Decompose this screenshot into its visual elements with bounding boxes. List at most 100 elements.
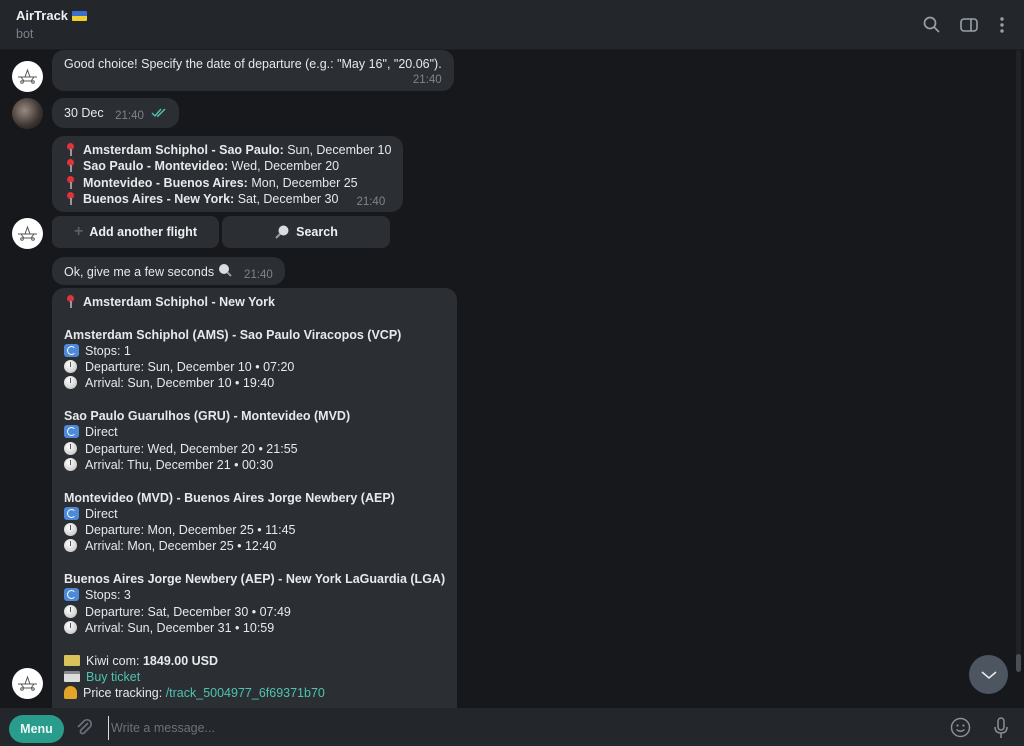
message-time: 21:40 (356, 195, 386, 208)
leg-date: Sat, December 30 (237, 191, 339, 206)
add-another-flight-button[interactable]: +Add another flight (52, 216, 219, 248)
attach-icon[interactable] (74, 717, 94, 737)
airplane-icon (18, 225, 37, 241)
message-time: 21:40 (412, 74, 442, 87)
flight-route: Amsterdam Schiphol (AMS) - Sao Paulo Vir… (64, 327, 402, 342)
flight-route: Buenos Aires Jorge Newbery (AEP) - New Y… (64, 572, 446, 587)
double-check-icon (151, 108, 166, 118)
message-text: Good choice! Specify the date of departu… (64, 57, 442, 71)
tracking-label: Price tracking: (83, 686, 163, 701)
composer: Menu (0, 708, 1024, 746)
trip-title: Amsterdam Schiphol - New York (64, 294, 445, 310)
refresh-icon (64, 506, 79, 520)
price-line: Kiwi com: 1849.00 USD (64, 653, 445, 669)
chat-subtitle: bot (16, 27, 34, 41)
bot-avatar[interactable] (12, 61, 43, 92)
flight-departure: Departure: Wed, December 20 • 21:55 (85, 441, 298, 456)
clock-icon (64, 441, 77, 455)
menu-button[interactable]: Menu (9, 715, 64, 743)
clock-icon (64, 376, 77, 390)
flight-segment: Sao Paulo Guarulhos (GRU) - Montevideo (… (64, 392, 445, 473)
clock-icon (64, 457, 77, 471)
message-bubble: Good choice! Specify the date of departu… (52, 50, 454, 91)
emoji-icon[interactable] (950, 717, 971, 738)
money-icon (64, 654, 80, 666)
message-bubble-results: Amsterdam Schiphol - New York Amsterdam … (52, 288, 458, 708)
plus-icon: + (74, 223, 84, 240)
user-avatar[interactable] (12, 98, 43, 129)
pin-icon (64, 175, 77, 189)
pin-icon (64, 159, 77, 173)
chat-header: AirTrack bot (0, 0, 1024, 50)
message-time: 21:40 (115, 110, 144, 122)
scroll-to-bottom-button[interactable] (969, 655, 1008, 694)
airplane-icon (18, 675, 37, 691)
flight-stops: Direct (85, 506, 118, 521)
pin-icon (64, 295, 77, 308)
leg-route: Montevideo - Buenos Aires: (83, 175, 248, 190)
flight-arrival: Arrival: Thu, December 21 • 00:30 (85, 457, 274, 472)
flight-segment: Amsterdam Schiphol (AMS) - Sao Paulo Vir… (64, 310, 445, 391)
magnifier-icon (218, 264, 232, 277)
flight-stops: Stops: 1 (85, 343, 131, 358)
scrollbar-thumb[interactable] (1016, 654, 1021, 672)
flights-list: Amsterdam Schiphol (AMS) - Sao Paulo Vir… (64, 310, 445, 636)
flight-arrival: Arrival: Mon, December 25 • 12:40 (85, 539, 277, 554)
magnifier-icon (275, 225, 289, 239)
chevron-down-icon (980, 670, 997, 679)
refresh-icon (64, 588, 79, 602)
leg-line: Buenos Aires - New York: Sat, December 3… (64, 191, 391, 208)
ukraine-flag-icon (72, 11, 88, 21)
bell-icon (64, 686, 77, 700)
refresh-icon (64, 343, 79, 357)
search-button[interactable]: Search (222, 216, 390, 248)
clock-icon (64, 523, 77, 537)
leg-date: Wed, December 20 (231, 159, 340, 174)
message-time: 21:40 (244, 269, 273, 281)
message-text: Ok, give me a few seconds (64, 265, 215, 279)
buy-ticket-link[interactable]: Buy ticket (86, 669, 141, 684)
microphone-icon[interactable] (992, 716, 1010, 740)
pin-icon (64, 143, 77, 156)
leg-route: Amsterdam Schiphol - Sao Paulo: (83, 143, 284, 157)
refresh-icon (64, 425, 79, 439)
bot-avatar[interactable] (12, 218, 43, 249)
flight-arrival: Arrival: Sun, December 10 • 19:40 (85, 376, 275, 391)
flight-departure: Departure: Sun, December 10 • 07:20 (85, 360, 295, 375)
leg-line: Amsterdam Schiphol - Sao Paulo: Sun, Dec… (64, 142, 391, 158)
track-command-link[interactable]: /track_5004977_6f69371b70 (165, 686, 325, 701)
flight-departure: Departure: Sat, December 30 • 07:49 (85, 604, 291, 619)
leg-line: Montevideo - Buenos Aires: Mon, December… (64, 175, 391, 191)
flight-route: Sao Paulo Guarulhos (GRU) - Montevideo (… (64, 409, 351, 424)
pin-icon (64, 191, 77, 205)
flight-arrival: Arrival: Sun, December 31 • 10:59 (85, 620, 275, 635)
flight-segment: Montevideo (MVD) - Buenos Aires Jorge Ne… (64, 473, 445, 554)
airplane-icon (18, 68, 37, 84)
sidebar-toggle-icon[interactable] (959, 15, 979, 35)
more-vertical-icon[interactable] (992, 15, 1012, 35)
flight-departure: Departure: Mon, December 25 • 11:45 (85, 523, 296, 538)
leg-route: Sao Paulo - Montevideo: (83, 159, 229, 174)
message-bubble: Ok, give me a few seconds 21:40 (52, 257, 285, 285)
credit-card-icon (64, 670, 80, 682)
message-bubble-outgoing: 30 Dec 21:40 (52, 98, 180, 128)
legs-list: Amsterdam Schiphol - Sao Paulo: Sun, Dec… (64, 142, 391, 208)
flight-route: Montevideo (MVD) - Buenos Aires Jorge Ne… (64, 490, 395, 505)
flight-segment: Buenos Aires Jorge Newbery (AEP) - New Y… (64, 555, 445, 636)
clock-icon (64, 604, 77, 618)
clock-icon (64, 360, 77, 374)
clock-icon (64, 539, 77, 553)
clock-icon (64, 620, 77, 634)
leg-date: Mon, December 25 (251, 175, 358, 190)
leg-line: Sao Paulo - Montevideo: Wed, December 20 (64, 158, 391, 174)
flight-stops: Stops: 3 (85, 588, 131, 603)
message-bubble: Amsterdam Schiphol - Sao Paulo: Sun, Dec… (52, 136, 404, 213)
leg-route: Buenos Aires - New York: (83, 191, 235, 206)
message-input[interactable] (108, 716, 928, 740)
message-text: 30 Dec (64, 106, 104, 120)
bot-avatar[interactable] (12, 668, 43, 699)
search-icon[interactable] (922, 15, 942, 35)
chat-title[interactable]: AirTrack (16, 8, 88, 23)
leg-date: Sun, December 10 (287, 143, 392, 157)
scrollbar-track[interactable] (1016, 50, 1021, 660)
